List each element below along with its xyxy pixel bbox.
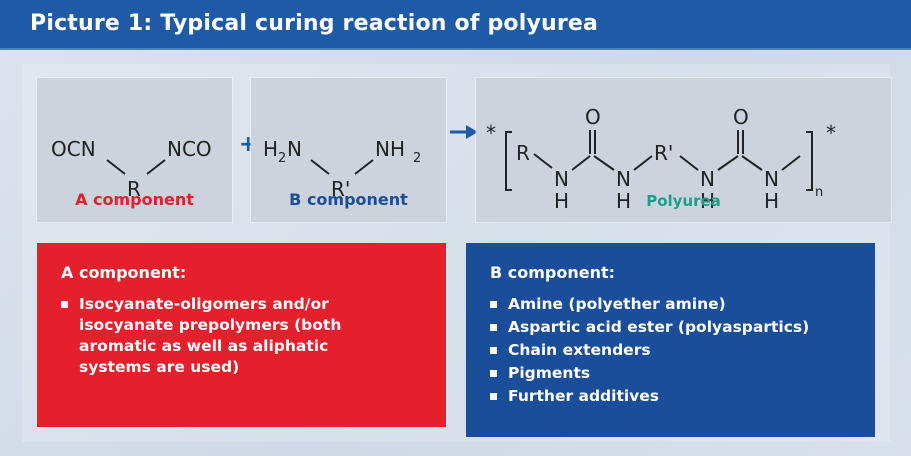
b-bond-left [310, 159, 330, 175]
polyurea-star-left: * [486, 121, 496, 145]
repeat-subscript: n [815, 185, 823, 200]
b-bond-right [354, 159, 374, 175]
h2: H [616, 189, 631, 213]
b-component-structure: H 2 N R' NH 2 [263, 137, 421, 201]
a-left-group: OCN [51, 137, 96, 161]
list-item: Further additives [490, 386, 855, 407]
polyurea-r2: R' [654, 141, 673, 165]
b-left-h: H [263, 137, 278, 161]
h3: H [700, 189, 715, 213]
polyurea-box: * R N H O N H R' N H O N H [476, 78, 891, 222]
polyurea-r1: R [516, 141, 530, 165]
bond-c1-n2 [593, 155, 615, 171]
n3: N [700, 167, 715, 191]
b-panel-heading: B component: [490, 263, 616, 282]
b-right-group: NH [375, 137, 405, 161]
o2: O [733, 105, 749, 129]
a-bond-left [106, 159, 126, 175]
n4: N [764, 167, 779, 191]
polyurea-star-right: * [826, 121, 836, 145]
list-item: Chain extenders [490, 340, 855, 361]
figure-title: Picture 1: Typical curing reaction of po… [30, 11, 599, 36]
bond-n1-c1 [571, 155, 591, 171]
a-panel-heading: A component: [61, 263, 187, 282]
list-item: Pigments [490, 363, 855, 384]
n2: N [616, 167, 631, 191]
h4: H [764, 189, 779, 213]
o1: O [585, 105, 601, 129]
b-left-n: N [287, 137, 302, 161]
a-panel-list: Isocyanate-oligomers and/or isocyanate p… [61, 294, 426, 378]
a-bond-right [146, 159, 166, 175]
bracket-left [505, 131, 512, 191]
n1: N [554, 167, 569, 191]
b-component-box: H 2 N R' NH 2 B component [251, 78, 446, 222]
b-left-sub: 2 [278, 151, 286, 166]
bond-n4-end [781, 155, 801, 171]
b-component-caption: B component [289, 190, 408, 209]
a-center-group: R [127, 177, 141, 201]
a-right-group: NCO [167, 137, 212, 161]
bond-n2-r2 [633, 155, 653, 171]
list-item: Amine (polyether amine) [490, 294, 855, 315]
bond-c2-n4 [741, 155, 763, 171]
b-center-group: R' [331, 177, 350, 201]
b-right-sub: 2 [413, 151, 421, 166]
title-bar: Picture 1: Typical curing reaction of po… [0, 0, 911, 50]
bond-n3-c2 [717, 155, 739, 171]
b-component-panel: B component: Amine (polyether amine) Asp… [466, 243, 875, 437]
bond-r2-n3 [679, 155, 699, 171]
a-component-caption: A component [75, 190, 194, 209]
polyurea-structure: * R N H O N H R' N H O N H [486, 105, 836, 213]
list-item: Aspartic acid ester (polyaspartics) [490, 317, 855, 338]
a-component-structure: OCN R NCO [51, 137, 212, 201]
a-component-panel: A component: Isocyanate-oligomers and/or… [37, 243, 446, 427]
bracket-right [806, 131, 813, 191]
b-panel-list: Amine (polyether amine) Aspartic acid es… [490, 294, 855, 407]
h1: H [554, 189, 569, 213]
list-item: Isocyanate-oligomers and/or isocyanate p… [61, 294, 379, 378]
polyurea-caption: Polyurea [646, 192, 721, 210]
bond-r1-n1 [533, 153, 553, 169]
a-component-box: OCN R NCO A component [37, 78, 232, 222]
